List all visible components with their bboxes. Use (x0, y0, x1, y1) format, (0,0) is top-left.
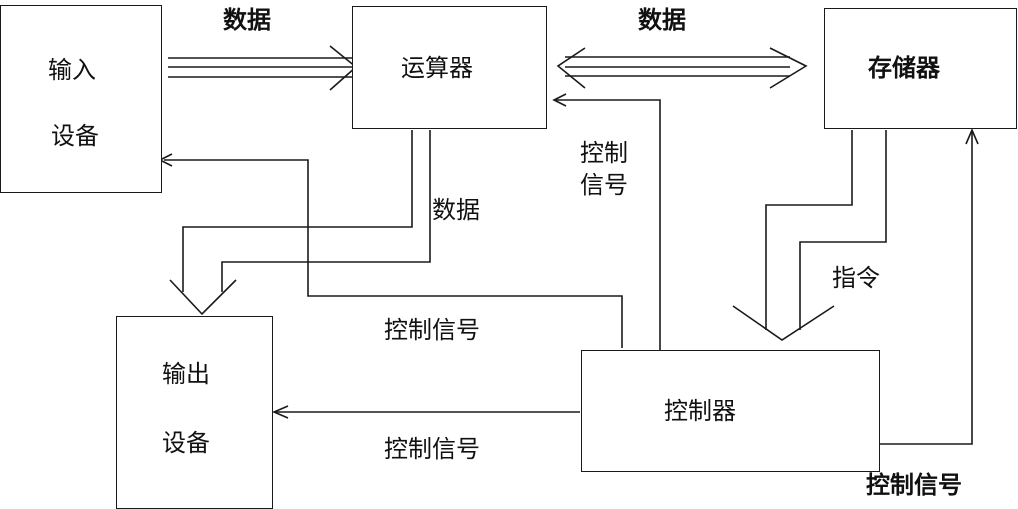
input-device-label-line1: 输入 (48, 56, 96, 84)
alu-output-data-line (182, 130, 413, 292)
data-label-alu-memory: 数据 (638, 6, 686, 34)
alu-label: 运算器 (401, 54, 473, 82)
output-device-label-line2: 设备 (162, 429, 210, 457)
memory-label: 存储器 (868, 54, 940, 82)
control-signal-label-alu-line1: 控制 (580, 139, 628, 167)
control-alu-arrowhead (552, 93, 567, 107)
alu-output-data-line (221, 130, 431, 292)
data-label-input-alu: 数据 (223, 6, 271, 34)
input-device-label-line2: 设备 (51, 122, 99, 150)
output-device-label-line1: 输出 (162, 360, 210, 388)
control-signal-label-memory: 控制信号 (866, 471, 962, 499)
alu-memory-left-arrowhead (556, 47, 586, 89)
output-arrowhead (169, 279, 237, 316)
control-memory-line (880, 132, 973, 445)
control-alu-line (556, 99, 661, 350)
memory-box: 存储器 (824, 8, 1017, 129)
controller-box: 控制器 (581, 350, 880, 472)
instruction-arrowhead (732, 305, 835, 341)
control-output-arrowhead (271, 405, 289, 419)
alu-box: 运算器 (352, 6, 547, 129)
control-memory-arrowhead (965, 127, 979, 145)
control-signal-label-alu-line2: 信号 (580, 171, 628, 200)
instruction-label: 指令 (832, 264, 880, 292)
control-signal-label-alu: 控制 信号 (580, 137, 628, 202)
data-label-alu-output: 数据 (432, 196, 480, 224)
control-signal-label-output: 控制信号 (384, 435, 480, 463)
memory-controller-instr-line (765, 130, 853, 330)
input-device-box: 输入 设备 (0, 5, 162, 193)
memory-controller-instr-line (799, 130, 887, 330)
controller-label: 控制器 (664, 397, 736, 425)
alu-memory-right-arrowhead (769, 47, 808, 89)
output-device-box: 输出 设备 (116, 316, 273, 509)
control-input-line (164, 159, 623, 348)
control-signal-label-input: 控制信号 (384, 316, 480, 344)
